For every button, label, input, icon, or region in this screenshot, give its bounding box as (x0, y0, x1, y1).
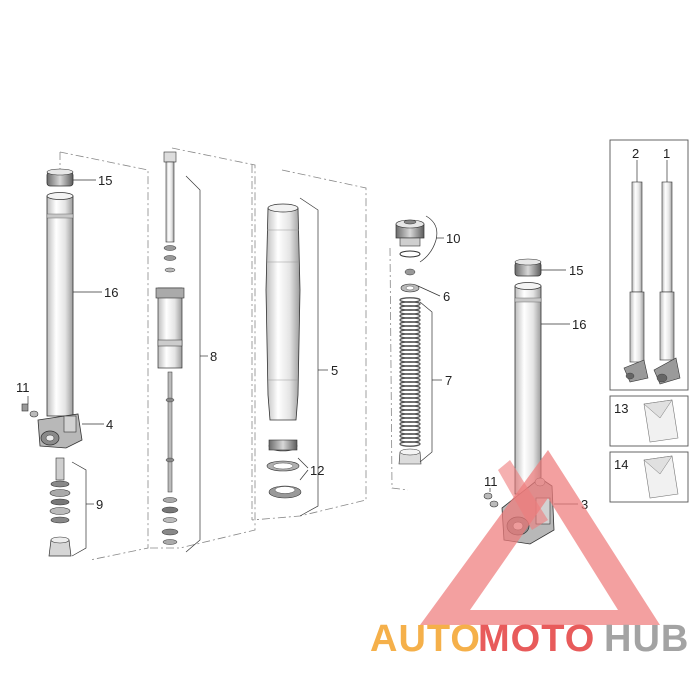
spring-7 (399, 297, 421, 447)
callout-7: 7 (445, 373, 452, 388)
callout-2: 2 (632, 146, 639, 161)
cap-nut-left (46, 168, 74, 187)
callout-12: 12 (310, 463, 324, 478)
kit-panel-14 (609, 451, 689, 503)
callout-11-left: 11 (16, 380, 30, 395)
callout-8: 8 (210, 349, 217, 364)
callout-1: 1 (663, 146, 670, 161)
valve-assembly-left (48, 457, 72, 557)
kit-panel-13 (609, 395, 689, 447)
callout-15-left: 15 (98, 173, 112, 188)
callout-9: 9 (96, 497, 103, 512)
callout-14: 14 (614, 457, 628, 472)
top-cap-10 (395, 219, 425, 258)
cap-nut-right (514, 258, 542, 277)
damper-rod-cartridge (150, 147, 256, 553)
left-fork-leg (21, 151, 149, 561)
spring-coil (399, 441, 421, 447)
watermark-moto: MOTO (478, 618, 595, 660)
callout-4: 4 (106, 417, 113, 432)
assembled-forks-panel (609, 139, 689, 391)
seal-set (266, 439, 302, 499)
spring-group (389, 215, 444, 491)
outer-sleeve (251, 165, 367, 521)
callout-16-left: 16 (104, 285, 118, 300)
callout-10: 10 (446, 231, 460, 246)
watermark-logo: AUTO MOTO HUB (370, 450, 689, 660)
watermark-auto: AUTO (370, 618, 481, 660)
callout-13: 13 (614, 401, 628, 416)
screw-left (21, 403, 39, 418)
watermark-triangle-icon (420, 450, 660, 625)
fork-tube-right (514, 282, 542, 495)
callout-5: 5 (331, 363, 338, 378)
callout-3: 3 (581, 497, 588, 512)
callout-15-right: 15 (569, 263, 583, 278)
fork-tube-left (46, 192, 74, 417)
axle-foot-left (37, 413, 83, 449)
watermark-hub: HUB (604, 618, 689, 660)
callout-6: 6 (443, 289, 450, 304)
callout-16-right: 16 (572, 317, 586, 332)
callout-11-right: 11 (484, 474, 498, 489)
screw-right (483, 492, 499, 508)
